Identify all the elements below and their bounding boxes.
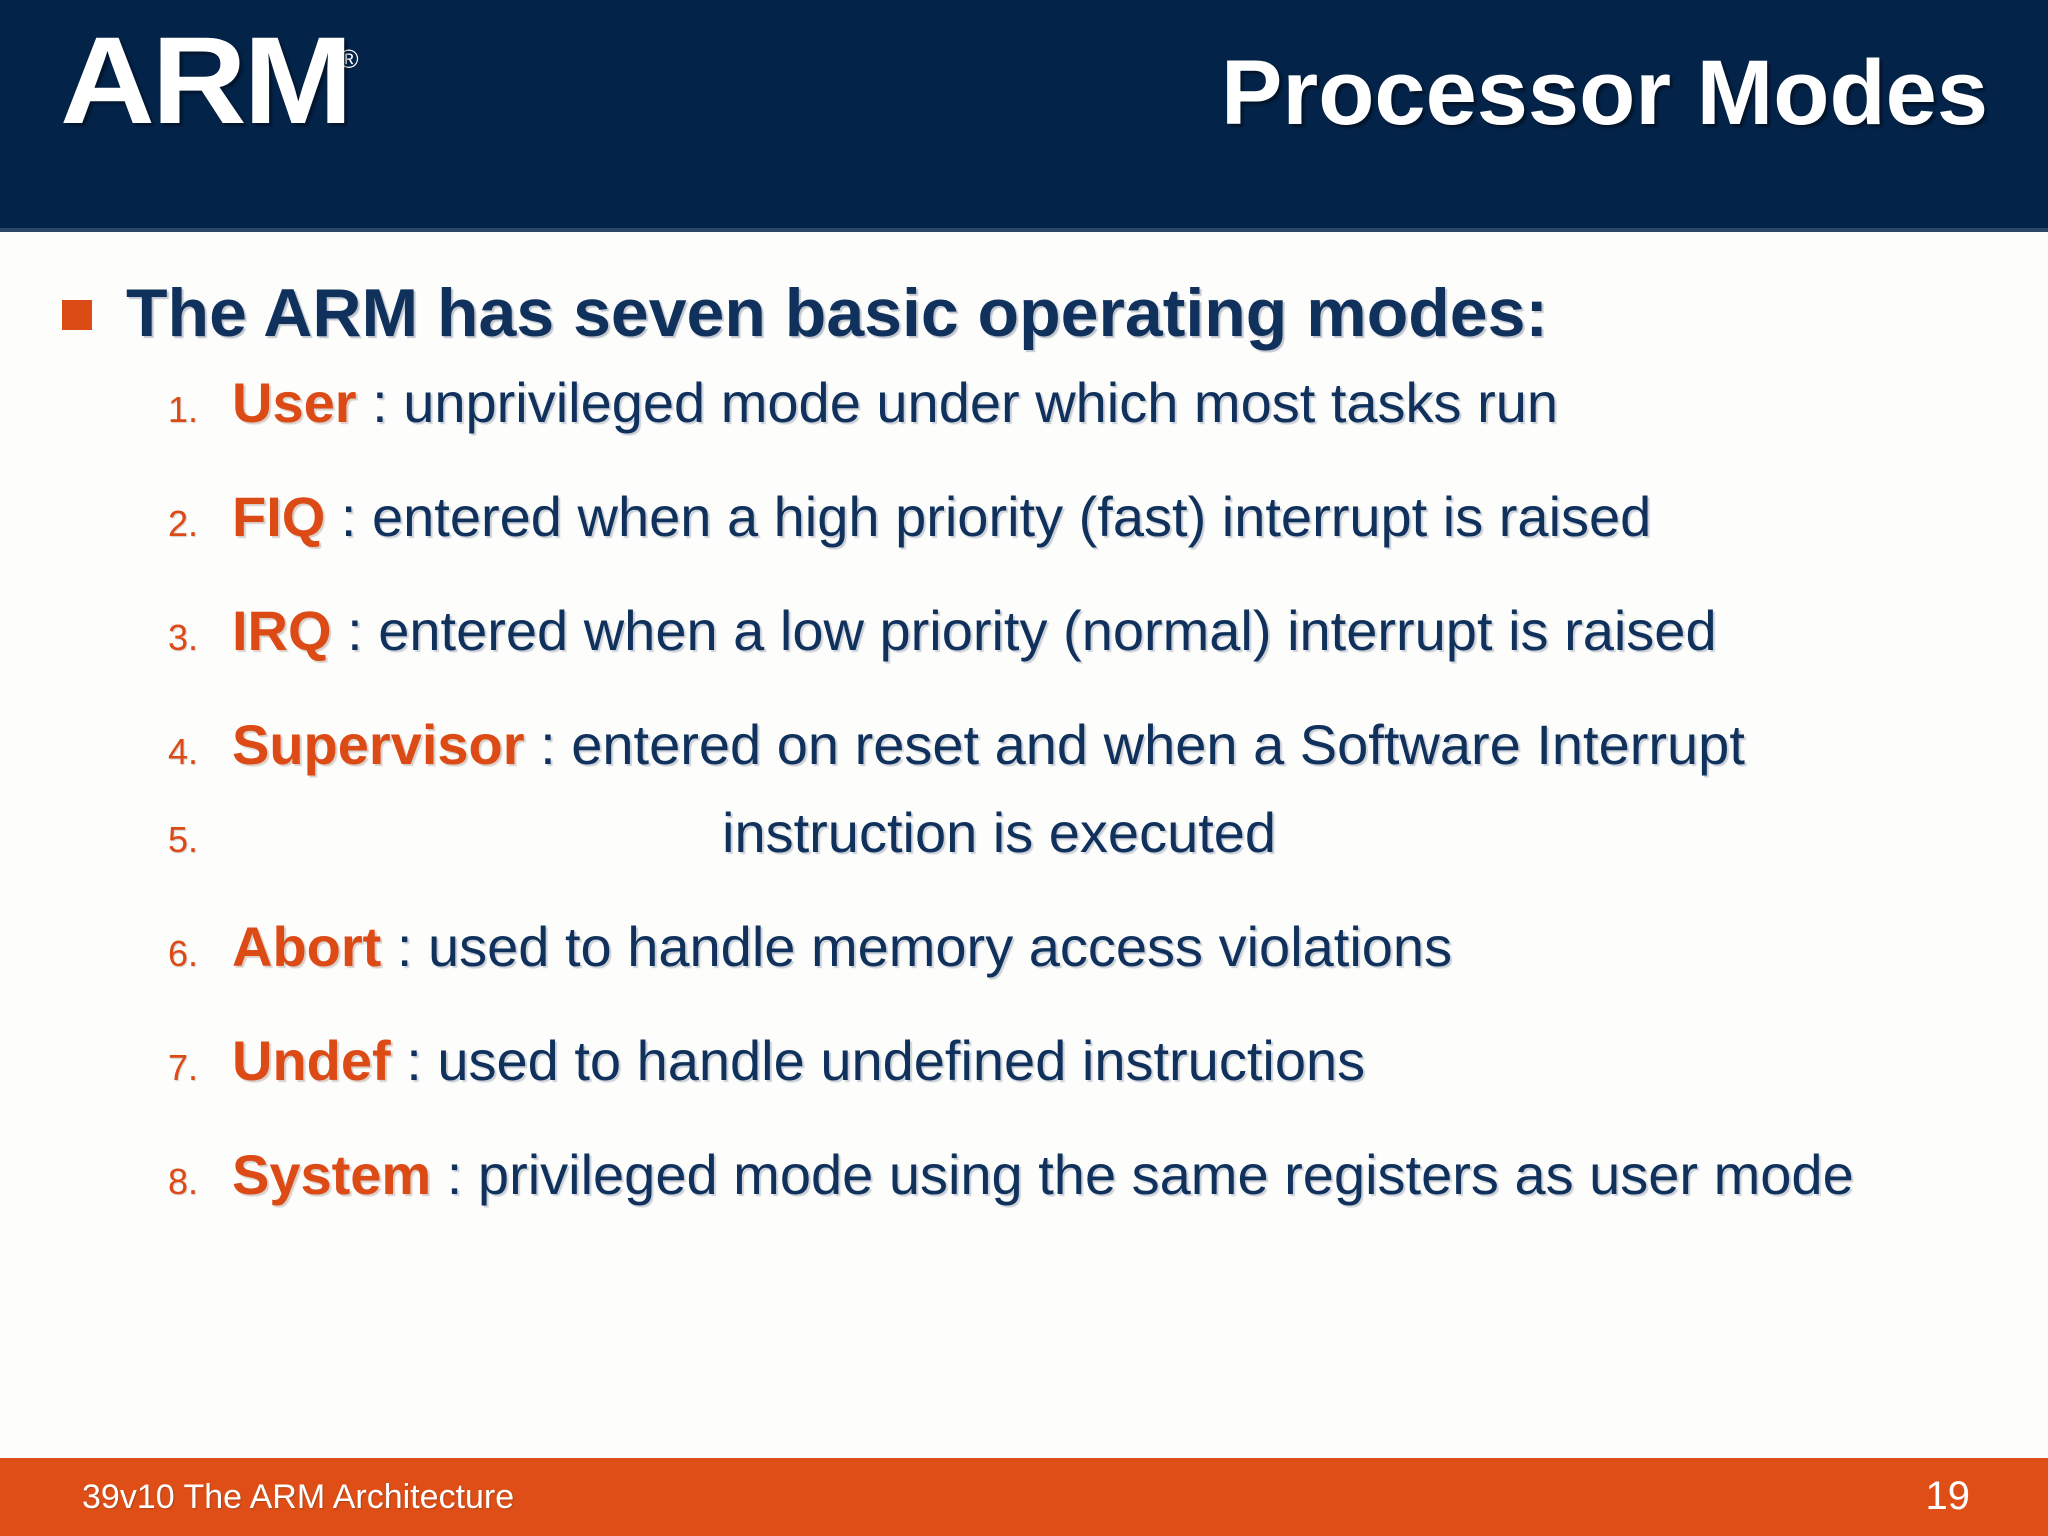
mode-description: entered on reset and when a Software Int… [571,713,1745,776]
mode-description: used to handle undefined instructions [437,1029,1366,1092]
mode-separator: : [325,485,373,548]
arm-logo-wordmark: ARM [60,12,353,150]
list-item: 3. IRQ : entered when a low priority (no… [168,600,2048,714]
mode-description: entered when a high priority (fast) inte… [372,485,1652,548]
registered-trademark-icon: ® [339,44,359,74]
mode-separator: : [381,915,428,978]
list-item-number: 7. [168,1047,199,1088]
slide-footer-band [0,1458,2048,1536]
list-item: 6. Abort : used to handle memory access … [168,916,2048,1030]
mode-name: User [232,371,357,434]
mode-separator: : [356,371,404,434]
mode-name: Abort [232,915,382,978]
footer-label: 39v10 The ARM Architecture [82,1478,515,1516]
slide-header-band [0,0,2048,228]
list-item: 7. Undef : used to handle undefined inst… [168,1030,2048,1144]
list-item-body: User : unprivileged mode under which mos… [232,372,1558,434]
list-item-body: Supervisor : entered on reset and when a… [232,714,1745,776]
list-item-number: 2. [168,503,199,544]
mode-description: used to handle memory access violations [427,915,1453,978]
mode-description: unprivileged mode under which most tasks… [403,371,1559,434]
slide-content: The ARM has seven basic operating modes:… [0,232,2048,1454]
processor-modes-list: 1. User : unprivileged mode under which … [168,372,2048,1258]
mode-description: privileged mode using the same registers… [477,1143,1854,1206]
mode-separator: : [431,1143,478,1206]
list-item-number: 3. [168,617,199,658]
mode-name: Undef [232,1029,391,1092]
list-item-number: 8. [168,1161,199,1202]
mode-separator: : [524,713,572,776]
page-title: Processor Modes [1221,42,1988,144]
list-item: 5. instruction is executed [168,802,2048,916]
lead-bullet-text: The ARM has seven basic operating modes: [126,275,1549,351]
list-item-body: Undef : used to handle undefined instruc… [232,1030,1365,1092]
mode-separator: : [390,1029,438,1092]
list-item-number: 1. [168,389,199,430]
list-item: 2. FIQ : entered when a high priority (f… [168,486,2048,600]
mode-description-continuation: instruction is executed [722,801,1277,864]
list-item: 1. User : unprivileged mode under which … [168,372,2048,486]
mode-name: IRQ [232,599,332,662]
list-item-body: Abort : used to handle memory access vio… [232,916,1452,978]
list-item-number: 4. [168,731,199,772]
mode-name: Supervisor [232,713,525,776]
list-item-number: 6. [168,933,199,974]
header-divider-rule [0,228,2048,232]
arm-logo: ARM ® [60,12,359,150]
list-item-body: IRQ : entered when a low priority (norma… [232,600,1717,662]
lead-bullet-row: The ARM has seven basic operating modes: [62,274,1548,352]
list-item-body: FIQ : entered when a high priority (fast… [232,486,1651,548]
list-item: 8. System : privileged mode using the sa… [168,1144,2048,1258]
square-bullet-icon [62,300,92,330]
mode-name: System [232,1143,432,1206]
mode-description: entered when a low priority (normal) int… [378,599,1717,662]
mode-separator: : [331,599,379,662]
mode-name: FIQ [232,485,326,548]
list-item-number: 5. [168,819,199,860]
list-item-body: System : privileged mode using the same … [232,1144,1854,1206]
list-item: 4. Supervisor : entered on reset and whe… [168,714,2048,802]
page-number: 19 [1925,1474,1971,1518]
